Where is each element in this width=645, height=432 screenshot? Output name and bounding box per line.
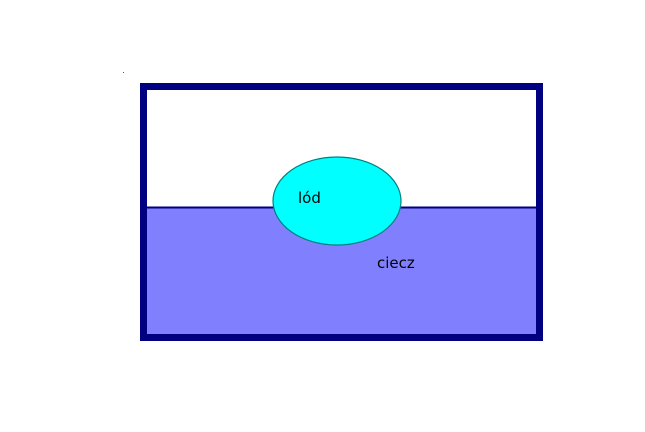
stray-dot [123,72,124,73]
liquid-label: ciecz [377,254,415,272]
ice-ellipse [272,156,402,246]
ice-label: lód [298,189,321,207]
container-border [140,83,543,341]
